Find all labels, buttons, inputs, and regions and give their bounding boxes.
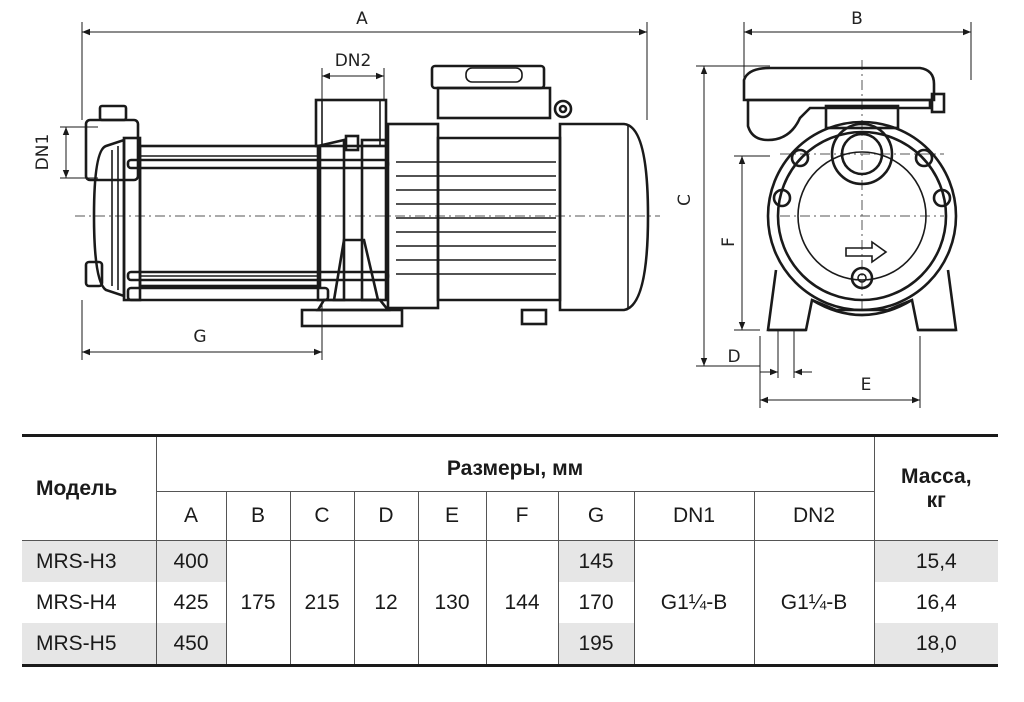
column-header-f: F <box>485 491 558 541</box>
column-header-c: C <box>289 491 354 541</box>
model-header: Модель <box>22 434 156 541</box>
dim-label-dn1: DN1 <box>33 134 53 171</box>
cell-e: 130 <box>417 540 486 667</box>
cell-mass: 18,0 <box>873 623 999 667</box>
cell-g: 170 <box>557 582 634 623</box>
cell-f: 144 <box>485 540 558 667</box>
column-header-dn2: DN2 <box>753 491 875 541</box>
table-row: MRS-H5 450 195 18,0 <box>22 623 999 667</box>
table-row: MRS-H3 400 175 215 12 130 144 145 G1¼-B … <box>22 540 999 667</box>
cell-c: 215 <box>289 540 354 667</box>
dim-label-c: C <box>675 194 695 206</box>
cell-mass: 15,4 <box>873 540 999 582</box>
model-cell: MRS-H4 <box>36 590 117 614</box>
cell-d: 12 <box>353 540 418 667</box>
column-header-a: A <box>155 491 226 541</box>
column-header-b: B <box>225 491 290 541</box>
dimensions-header: Размеры, мм <box>155 434 875 492</box>
mass-header-line1: Масса, <box>901 464 972 488</box>
dim-label-a: A <box>356 9 368 29</box>
column-header-g: G <box>557 491 634 541</box>
cell-a: 450 <box>155 623 226 667</box>
mass-header-line2: кг <box>926 488 946 512</box>
cell-a: 425 <box>155 582 226 623</box>
cell-b: 175 <box>225 540 290 667</box>
cell-mass: 16,4 <box>873 582 999 623</box>
column-header-d: D <box>353 491 418 541</box>
model-cell: MRS-H5 <box>22 623 156 667</box>
dim-label-d: D <box>727 347 740 367</box>
specifications-table: Модель Размеры, мм Масса, кг A B C D E F… <box>22 434 999 667</box>
column-header-e: E <box>417 491 486 541</box>
dim-label-f: F <box>719 237 739 247</box>
dim-label-dn2: DN2 <box>335 51 372 71</box>
mass-header: Масса, кг <box>873 434 999 541</box>
pump-dimension-drawing: A DN2 DN1 G <box>33 9 972 408</box>
dim-label-g: G <box>193 327 206 347</box>
cell-dn2: G1¼-B <box>753 540 875 667</box>
dim-label-b: B <box>851 9 863 29</box>
column-header-dn1: DN1 <box>633 491 754 541</box>
cell-g: 195 <box>557 623 634 667</box>
cell-dn1: G1¼-B <box>633 540 754 667</box>
dim-label-e: E <box>861 375 872 395</box>
model-cell: MRS-H3 <box>22 540 156 582</box>
side-view: A DN2 DN1 G <box>33 9 660 360</box>
cell-g: 145 <box>557 540 634 582</box>
front-view: B C F D E <box>675 9 972 408</box>
cell-a: 400 <box>155 540 226 582</box>
table-row: MRS-H4 425 170 16,4 <box>22 582 999 623</box>
